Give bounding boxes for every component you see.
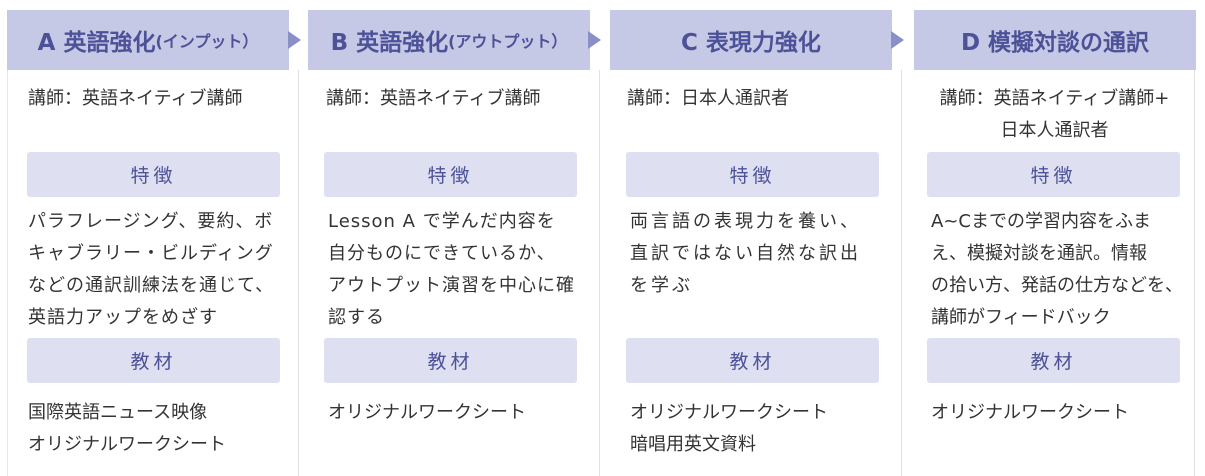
materials-text: 国際英語ニュース映像 オリジナルワークシート <box>28 402 226 455</box>
instructor-text: 講師：日本人通訳者 <box>627 88 789 109</box>
feature-label: 特徴 <box>324 152 577 197</box>
instructor-text: 講師：英語ネイティブ講師+ 日本人通訳者 <box>939 88 1170 141</box>
materials-text: オリジナルワークシート 暗唱用英文資料 <box>630 402 828 455</box>
arrow-right-icon <box>588 31 601 49</box>
header-title: D 模擬対談の通訳 <box>960 30 1150 56</box>
instructor-text: 講師：英語ネイティブ講師 <box>28 88 243 109</box>
description-text: A~Cまでの学習内容をふま え、模擬対談を通訳。情報 の拾い方、発話の仕方などを… <box>931 211 1183 328</box>
header-title: A 英語強化 <box>37 30 156 56</box>
materials-label: 教材 <box>324 338 577 383</box>
lesson-d-column: 講師：英語ネイティブ講師+ 日本人通訳者 特徴 A~Cまでの学習内容をふま え、… <box>901 70 1195 476</box>
feature-label: 特徴 <box>626 152 879 197</box>
description-text: パラフレージング、要約、ボ キャブラリー・ビルディング などの通訳訓練法を通じて… <box>28 211 275 328</box>
lesson-c-column: 講師：日本人通訳者 特徴 両言語の表現力を養い、 直訳ではない自然な訳出 を学ぶ… <box>599 70 902 476</box>
materials-text: オリジナルワークシート <box>328 402 526 423</box>
arrow-right-icon <box>891 31 904 49</box>
feature-label: 特徴 <box>27 152 280 197</box>
header-lesson-c: C 表現力強化 <box>610 10 892 70</box>
header-subtitle: (インプット） <box>155 32 259 51</box>
materials-label: 教材 <box>27 338 280 383</box>
description-text: 両言語の表現力を養い、 直訳ではない自然な訳出 を学ぶ <box>630 211 861 296</box>
materials-text: オリジナルワークシート <box>931 402 1129 423</box>
instructor-text: 講師：英語ネイティブ講師 <box>326 88 541 109</box>
lesson-a-column: 講師：英語ネイティブ講師 特徴 パラフレージング、要約、ボ キャブラリー・ビルデ… <box>7 70 299 476</box>
feature-label: 特徴 <box>927 152 1180 197</box>
header-lesson-d: D 模擬対談の通訳 <box>914 10 1196 70</box>
materials-label: 教材 <box>626 338 879 383</box>
description-text: Lesson A で学んだ内容を 自分ものにできているか、 アウトプット演習を中… <box>328 211 575 328</box>
header-lesson-a: A 英語強化(インプット） <box>7 10 289 70</box>
materials-label: 教材 <box>927 338 1180 383</box>
arrow-right-icon <box>288 31 301 49</box>
header-lesson-b: B 英語強化(アウトプット） <box>308 10 590 70</box>
header-title: C 表現力強化 <box>681 30 821 56</box>
header-title: B 英語強化 <box>330 30 449 56</box>
header-subtitle: (アウトプット） <box>448 32 568 51</box>
lesson-b-column: 講師：英語ネイティブ講師 特徴 Lesson A で学んだ内容を 自分ものにでき… <box>298 70 600 476</box>
